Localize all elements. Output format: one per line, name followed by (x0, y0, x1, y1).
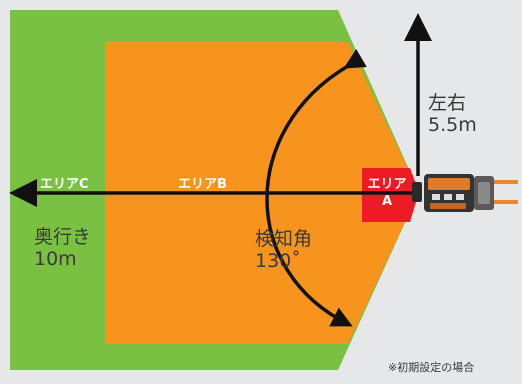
angle-arc (265, 48, 367, 327)
area-a-label: エリア A (362, 176, 412, 210)
area-a-label-line1: エリア (367, 177, 407, 192)
default-settings-note: ※初期設定の場合 (388, 361, 475, 374)
width-measurement: 左右 5.5m (428, 92, 477, 136)
depth-label: 奥行き (34, 226, 92, 248)
width-value: 5.5m (428, 114, 477, 136)
width-label: 左右 (428, 92, 467, 114)
depth-value: 10m (34, 248, 77, 270)
angle-value: 130˚ (255, 250, 301, 272)
area-c-label: エリアC (40, 177, 89, 192)
sensor-device-icon (412, 174, 518, 212)
depth-measurement: 奥行き 10m (34, 226, 91, 270)
area-b-label: エリアB (178, 177, 227, 192)
area-a-zone (362, 168, 419, 222)
area-a-label-line2: A (381, 194, 393, 209)
angle-measurement: 検知角 130˚ (255, 228, 312, 272)
angle-label: 検知角 (255, 228, 313, 250)
